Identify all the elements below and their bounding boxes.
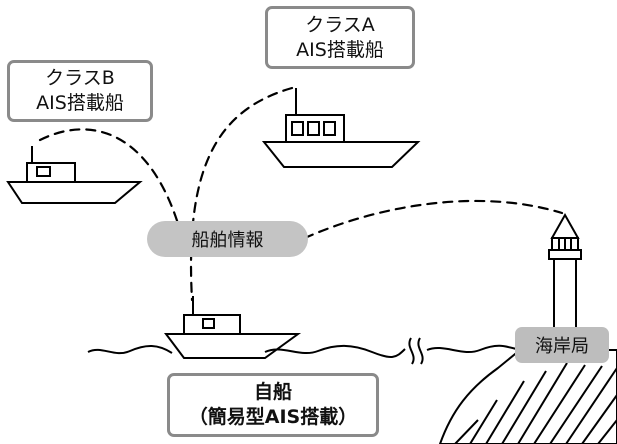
- class-a-line1: クラスA: [305, 13, 375, 36]
- class-b-line2: AIS搭載船: [36, 92, 124, 114]
- ship-info-pill: 船舶情報: [147, 221, 308, 257]
- own-ship-line1: 自船: [253, 381, 292, 403]
- coast-hatch: [454, 362, 617, 444]
- class-a-ship-icon: [261, 88, 421, 168]
- link-class-b: [38, 128, 182, 232]
- class-b-line1: クラスB: [45, 67, 115, 89]
- class-b-label: クラスB AIS搭載船: [7, 60, 153, 122]
- link-coast: [288, 199, 564, 247]
- link-class-a: [189, 86, 294, 302]
- sea-break: [408, 337, 424, 365]
- class-b-ship-icon: [6, 146, 143, 204]
- coast-station-label: 海岸局: [515, 327, 609, 363]
- class-a-label: クラスA AIS搭載船: [265, 6, 415, 69]
- own-ship-label: 自船 （簡易型AIS搭載）: [167, 373, 379, 437]
- own-ship-line2: （簡易型AIS搭載）: [188, 406, 358, 428]
- coast-cliff: [438, 349, 617, 444]
- class-a-line2: AIS搭載船: [296, 38, 384, 61]
- sea-waves: [87, 344, 521, 358]
- lighthouse-icon: [547, 212, 583, 346]
